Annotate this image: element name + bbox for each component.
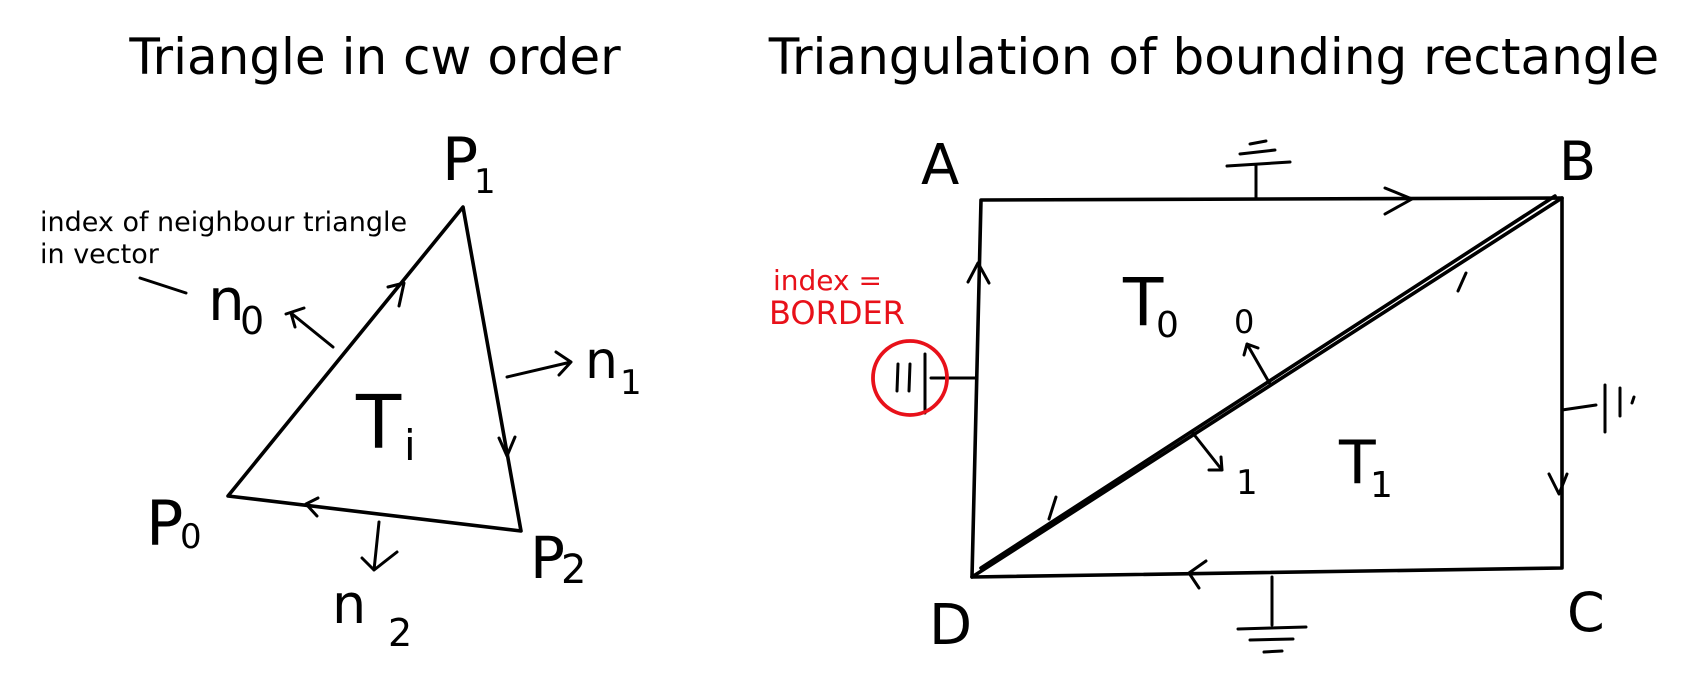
- border-marker-bottom: [1236, 575, 1308, 654]
- left-panel: Triangle in cw order index of neighbour …: [40, 28, 642, 655]
- neighbour-n2-sub: 2: [388, 611, 412, 655]
- triangle-t1-label: T: [1338, 428, 1376, 498]
- corner-c-label: C: [1567, 581, 1605, 644]
- triangle-label-sub: i: [404, 421, 416, 470]
- neighbour-n0-sub: 0: [240, 299, 264, 343]
- annotation-line1: index of neighbour triangle: [40, 207, 407, 238]
- border-label-line1: index =: [773, 264, 882, 297]
- corner-b-label: B: [1559, 130, 1596, 193]
- border-marker-left: [895, 352, 978, 415]
- vertex-p2-sub: 2: [561, 547, 586, 593]
- neighbour-n1-label: n: [585, 331, 618, 391]
- neighbour-arrow-n1: [505, 350, 573, 379]
- left-title: Triangle in cw order: [128, 28, 621, 86]
- diagonal-normal-0: [1242, 342, 1272, 386]
- vertex-p2-label: P: [530, 524, 565, 592]
- diagonal-line-a: [970, 196, 1564, 579]
- border-highlight-circle: [871, 339, 949, 417]
- triangle-t0-label: T: [1122, 264, 1164, 341]
- annotation-pointer: [138, 276, 188, 295]
- edge-arrow-d-a: [966, 261, 991, 285]
- vertex-p1-sub: 1: [474, 162, 496, 202]
- neighbour-arrow-n2: [360, 520, 399, 572]
- bounding-rectangle: [970, 196, 1564, 579]
- vertex-p0-label: P: [146, 487, 183, 560]
- neighbour-n0-label: n: [208, 266, 245, 334]
- diagonal-tick-lower: [1047, 495, 1058, 521]
- border-marker-right: [1560, 383, 1636, 434]
- corner-a-label: A: [921, 133, 959, 198]
- edge-arrow-p1-p2: [497, 435, 517, 458]
- triangle-label: T: [355, 380, 402, 466]
- edge-arrow-a-b: [1383, 186, 1414, 216]
- edge-arrow-b-c: [1547, 472, 1569, 496]
- right-panel: Triangulation of bounding rectangle inde…: [768, 28, 1659, 658]
- triangle-t1-sub: 1: [1370, 465, 1393, 506]
- diagonal-mark-0: 0: [1234, 303, 1254, 341]
- corner-d-label: D: [929, 593, 972, 658]
- border-label-line2: BORDER: [769, 294, 905, 332]
- vertex-p1-label: P: [442, 125, 478, 195]
- diagonal-tick-upper: [1456, 271, 1468, 293]
- vertex-p0-sub: 0: [180, 517, 202, 557]
- border-marker-top: [1225, 139, 1292, 201]
- annotation-line2: in vector: [40, 239, 160, 270]
- diagonal-normal-1: [1190, 430, 1224, 472]
- neighbour-arrow-n0: [284, 306, 335, 349]
- edge-arrow-c-d: [1187, 559, 1208, 590]
- right-title: Triangulation of bounding rectangle: [768, 28, 1659, 86]
- triangle-t0-sub: 0: [1156, 305, 1179, 346]
- edge-arrow-p0-p1: [386, 281, 406, 308]
- diagonal-mark-1: 1: [1236, 463, 1258, 503]
- triangle-outline: [226, 205, 523, 533]
- edge-arrow-p2-p0: [304, 496, 320, 518]
- neighbour-n2-label: n: [332, 573, 366, 636]
- neighbour-n1-sub: 1: [620, 363, 642, 403]
